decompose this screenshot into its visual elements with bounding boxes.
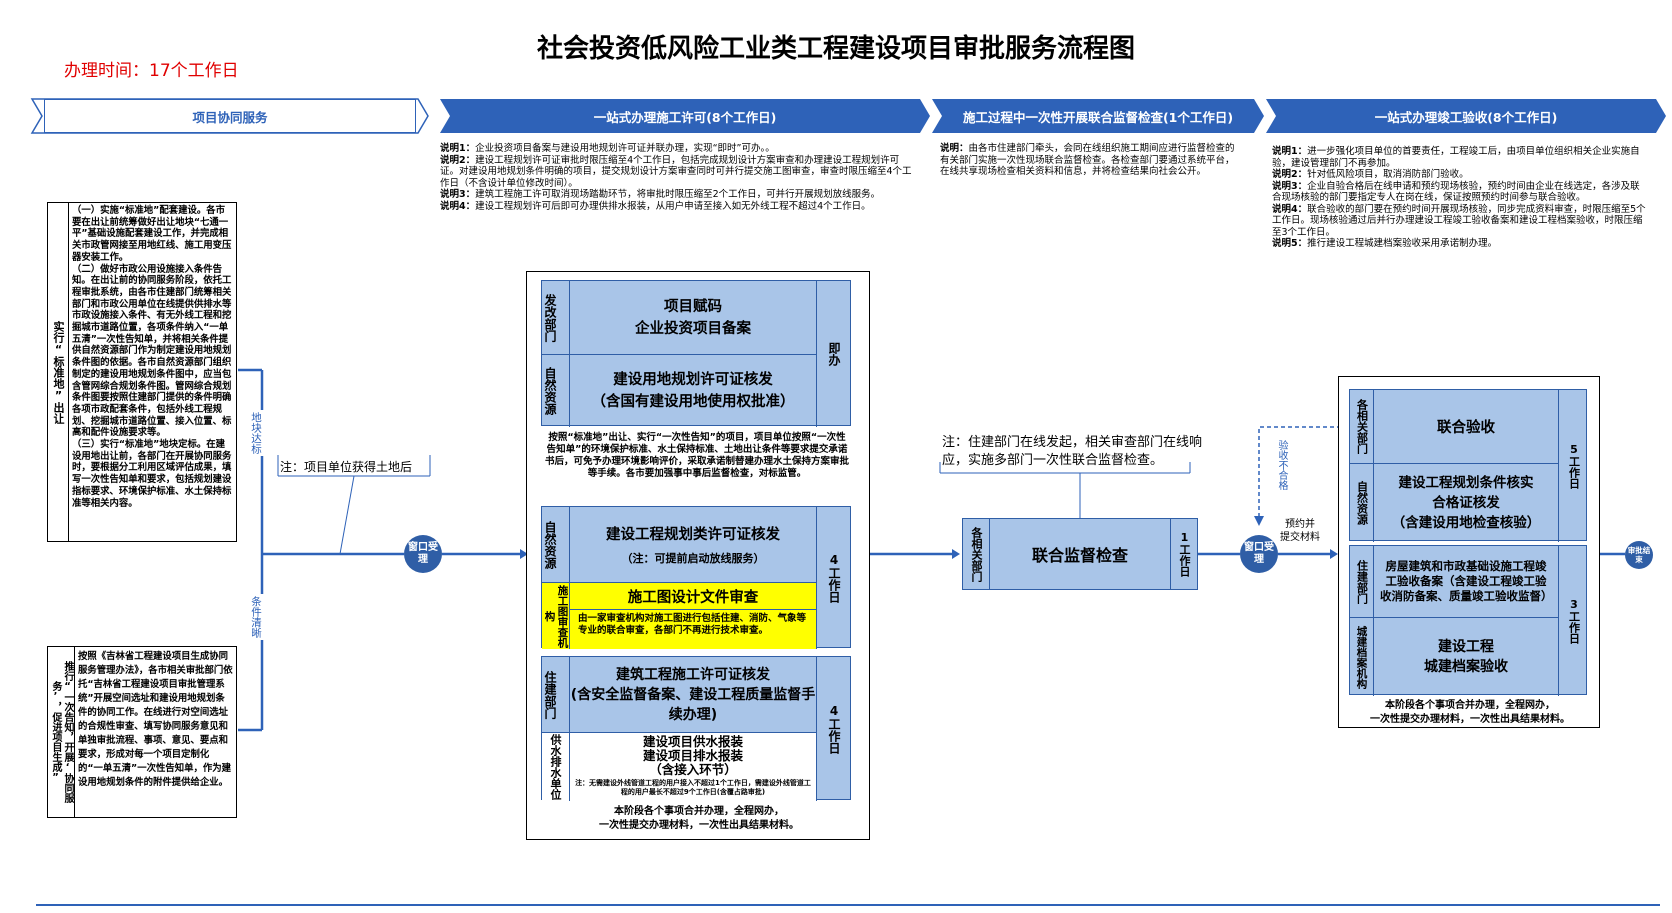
note-item: 说明5：推行建设工程城建档案验收采用承诺制办理。: [1272, 238, 1498, 249]
land-note: 注：项目单位获得土地后: [280, 460, 413, 474]
stage-4-box: 各相关部门 联合验收 自然资源 建设工程规划条件核实 合格证核发 （含建设用地检…: [1338, 376, 1600, 728]
note-item: 说明4：建设工程规划许可后即可办理供排水报装，从用户申请至接入如无外线工程不超过…: [440, 200, 871, 212]
note-item: 说明4：联合验收的部门要在预约时间开展现场核验，同步完成资料审查，时限压缩至5个…: [1272, 203, 1646, 238]
notes-phase-4: 说明1：进一步强化项目单位的首要责任，工程竣工后，由项目单位组织相关企业实施自验…: [1272, 146, 1648, 250]
dept-development-reform: 发改部门: [543, 293, 557, 342]
note-item: 说明1：企业投资项目备案与建设用地规划许可证并联办理，实现“即时”可办。。: [440, 143, 775, 154]
time-1-day: 1工作日: [1178, 531, 1191, 577]
collab-service-text: 按照《吉林省工程建设项目生成协同服务管理办法》，各市相关审批部门依托“吉林省工程…: [78, 651, 233, 788]
item-project-filing: 项目赋码 企业投资项目备案: [570, 281, 816, 355]
item-joint-inspection: 联合监督检查: [1031, 546, 1128, 565]
appoint-label: 预约并 提交材料: [1280, 519, 1320, 543]
approval-end[interactable]: 审批结束: [1625, 541, 1653, 569]
standard-land-label: 实行“标准地”出让: [48, 203, 69, 541]
joint-inspection-note: 注：住建部门在线发起，相关审查部门在线响应，实施多部门一次性联合监督检查。: [942, 435, 1203, 468]
item-drawing-review: 施工图设计文件审查 由一家审查机构对施工图进行包括住建、消防、气象等专业的联合审…: [570, 583, 816, 649]
item-land-permit: 建设用地规划许可证核发 （含国有建设用地使用权批准）: [591, 372, 795, 410]
item-archive-acceptance: 建设工程 城建档案验收: [1424, 639, 1508, 675]
phase-arrow-3: [932, 99, 1264, 133]
phase-arrow-4: [1266, 99, 1666, 133]
item-planning-permit: 建设工程规划类许可证核发 （注：可提前启动放线服务）: [570, 507, 816, 583]
time-5-days: 5工作日: [1567, 443, 1581, 489]
dept-natural-resources: 自然资源: [543, 520, 557, 569]
time-4-days: 4工作日: [827, 553, 841, 603]
stage-4-footer: 本阶段各个事项合并办理，全程网办， 一次性提交办理材料，一次性出具结果材料。: [1370, 700, 1570, 725]
note-item: 说明3：建筑工程施工许可取消现场踏勘环节，将审批时限压缩至2个工作日，可并行开展…: [440, 189, 881, 200]
phase-arrow-2: [440, 99, 930, 133]
standard-land-box: 实行“标准地”出让 （一）实施“标准地”配套建设。各市要在出让前统筹做好出让地块…: [47, 202, 237, 542]
item-joint-acceptance: 联合验收: [1374, 390, 1558, 464]
dept-urban-archives: 城建档案机构: [1355, 625, 1368, 689]
item-completion-filing: 房屋建筑和市政基础设施工程竣工验收备案（含建设工程竣工验收消防备案、质量竣工验收…: [1374, 546, 1558, 618]
note-item: 说明1：进一步强化项目单位的首要责任，工程竣工后，由项目单位组织相关企业实施自验…: [1272, 146, 1640, 169]
phase-2-label: 一站式办理施工许可(8个工作日): [593, 109, 777, 125]
reject-label: 验收不合格: [1276, 440, 1287, 490]
standard-land-text: （一）实施“标准地”配套建设。各市要在出让前统筹做好出让地块“七通一平”基础设施…: [72, 205, 232, 509]
group-joint-acceptance: 各相关部门 联合验收 自然资源 建设工程规划条件核实 合格证核发 （含建设用地检…: [1349, 389, 1587, 542]
note-item: 说明2：建设工程规划许可证审批时限压缩至4个工作日，包括完成规划设计方案审查和办…: [440, 154, 912, 189]
notes-phase-3: 说明：由各市住建部门牵头，会同在线组织施工期间应进行监督检查的有关部门实施一次性…: [940, 143, 1242, 178]
stage-2-box: 发改部门 项目赋码 企业投资项目备案 自然资源 建设用地规划许可证核发 （含国有…: [526, 271, 870, 840]
processing-time: 办理时间：17个工作日: [64, 61, 239, 81]
standard-land-note: 按照“标准地”出让、实行“一次性告知”的项目，项目单位按照“一次性告知单”的环境…: [545, 432, 850, 479]
page-title: 社会投资低风险工业类工程建设项目审批服务流程图: [536, 34, 1135, 64]
dept-related: 各相关部门: [1355, 399, 1369, 454]
dept-related: 各相关部门: [970, 526, 983, 582]
dept-housing: 住建部门: [543, 670, 557, 719]
dept-drawing-review: 施工图审查机构: [543, 584, 569, 648]
group-construction: 住建部门 建筑工程施工许可证核发 (含安全监督备案、建设工程质量监督手续办理) …: [541, 656, 851, 801]
phase-arrow-1: [30, 98, 429, 134]
phase-3-label: 施工过程中一次性开展联合监督检查(1个工作日): [962, 109, 1234, 125]
dept-water-utility: 供水排水单位: [549, 734, 562, 800]
dept-natural-resources: 自然资源: [543, 367, 557, 415]
stage-2-footer: 本阶段各个事项合并办理，全程网办， 一次性提交办理材料，一次性出具结果材料。: [599, 806, 799, 831]
group-planning: 自然资源 建设工程规划类许可证核发 （注：可提前启动放线服务） 施工图审查机构 …: [541, 506, 851, 649]
time-4-days: 4工作日: [827, 704, 841, 754]
phase-1-label: 项目协同服务: [44, 99, 416, 133]
item-construction-permit: 建筑工程施工许可证核发 (含安全监督备案、建设工程质量监督手续办理): [570, 657, 816, 733]
dept-housing: 住建部门: [1355, 559, 1369, 604]
collab-service-label: 推行“一次告知，开展‘协同服务’，促进项目生成”: [48, 647, 75, 817]
note-item: 说明3：企业自验合格后在线申请和预约现场核验，预约时间由企业在线选定，各涉及联合…: [1272, 180, 1640, 204]
note-item: 说明2：针对低风险项目，取消消防部门验收。: [1272, 169, 1469, 180]
collab-service-box: 推行“一次告知，开展‘协同服务’，促进项目生成” 按照《吉林省工程建设项目生成协…: [47, 646, 237, 818]
note-item: 说明：由各市住建部门牵头，会同在线组织施工期间应进行监督检查的有关部门实施一次性…: [940, 143, 1235, 177]
item-water-connection: 建设项目供水报装 建设项目排水报装 （含接入环节） 注：无需建设外线管道工程的用…: [570, 733, 816, 801]
tag-land-ready: 地块达标: [249, 410, 264, 456]
group-immediate: 发改部门 项目赋码 企业投资项目备案 自然资源 建设用地规划许可证核发 （含国有…: [541, 280, 851, 427]
window-acceptance-2[interactable]: 窗口受理: [1240, 535, 1278, 573]
time-3-days: 3工作日: [1567, 598, 1581, 644]
phase-4-label: 一站式办理竣工验收(8个工作日): [1374, 109, 1558, 125]
joint-inspection-box: 各相关部门 联合监督检查 1工作日: [962, 518, 1198, 590]
notes-phase-2: 说明1：企业投资项目备案与建设用地规划许可证并联办理，实现“即时”可办。。 说明…: [440, 143, 912, 212]
item-planning-verification: 建设工程规划条件核实 合格证核发 （含建设用地检查核验）: [1391, 475, 1541, 531]
time-immediate: 即办: [827, 342, 841, 366]
group-completion-filing: 住建部门 房屋建筑和市政基础设施工程竣工验收备案（含建设工程竣工验收消防备案、质…: [1349, 545, 1587, 696]
tag-conditions-clear: 条件清晰: [249, 594, 264, 640]
dept-natural-resources: 自然资源: [1355, 481, 1369, 525]
window-acceptance-1[interactable]: 窗口受理: [404, 535, 442, 573]
